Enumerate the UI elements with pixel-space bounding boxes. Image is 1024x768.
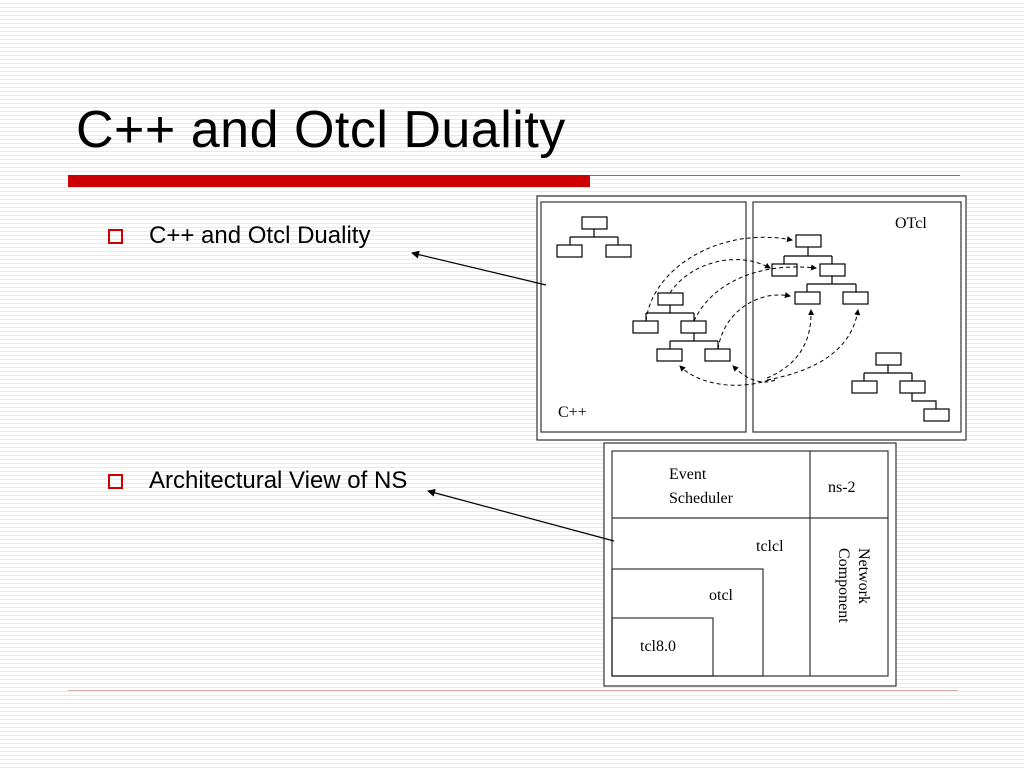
tcl-label: tcl8.0	[640, 638, 676, 655]
architecture-figure: Event Scheduler ns-2 tclcl otcl tcl8.0 N…	[603, 442, 897, 687]
bullet-item-duality: C++ and Otcl Duality	[108, 222, 370, 250]
tclcl-label: tclcl	[756, 538, 784, 555]
title-underline-red	[68, 175, 590, 187]
pointer-arrow-architecture	[427, 488, 615, 542]
pointer-arrow-duality	[411, 250, 547, 286]
otcl-layer-label: otcl	[709, 587, 734, 604]
otcl-tree-small	[851, 352, 950, 422]
otcl-label: OTcl	[895, 215, 927, 232]
ns2-label: ns-2	[828, 479, 856, 496]
cpp-tree-small	[556, 216, 632, 258]
slide-title: C++ and Otcl Duality	[76, 101, 566, 159]
bullet-square-icon	[108, 228, 123, 244]
bullet-text: Architectural View of NS	[149, 467, 408, 494]
title-underline-thin	[590, 175, 960, 176]
bullet-square-icon	[108, 473, 123, 489]
otcl-tree-main	[771, 234, 869, 305]
bullet-text: C++ and Otcl Duality	[149, 222, 371, 249]
event-label-line2: Scheduler	[669, 490, 734, 507]
otcl-panel	[752, 201, 962, 433]
cpp-panel	[540, 201, 747, 433]
cpp-label: C++	[558, 404, 587, 421]
tcl-box	[611, 617, 714, 677]
bullet-item-architecture: Architectural View of NS	[108, 467, 407, 495]
duality-figure: C++ OTcl	[536, 195, 967, 441]
arch-inner-frame	[611, 450, 889, 677]
cpp-tree-main	[632, 292, 731, 362]
network-label-line2: Component	[835, 548, 852, 623]
footer-rule	[68, 690, 958, 691]
event-label-line1: Event	[669, 466, 707, 483]
network-label-line1: Network	[855, 548, 872, 604]
duality-dashed-arrows	[645, 236, 861, 386]
